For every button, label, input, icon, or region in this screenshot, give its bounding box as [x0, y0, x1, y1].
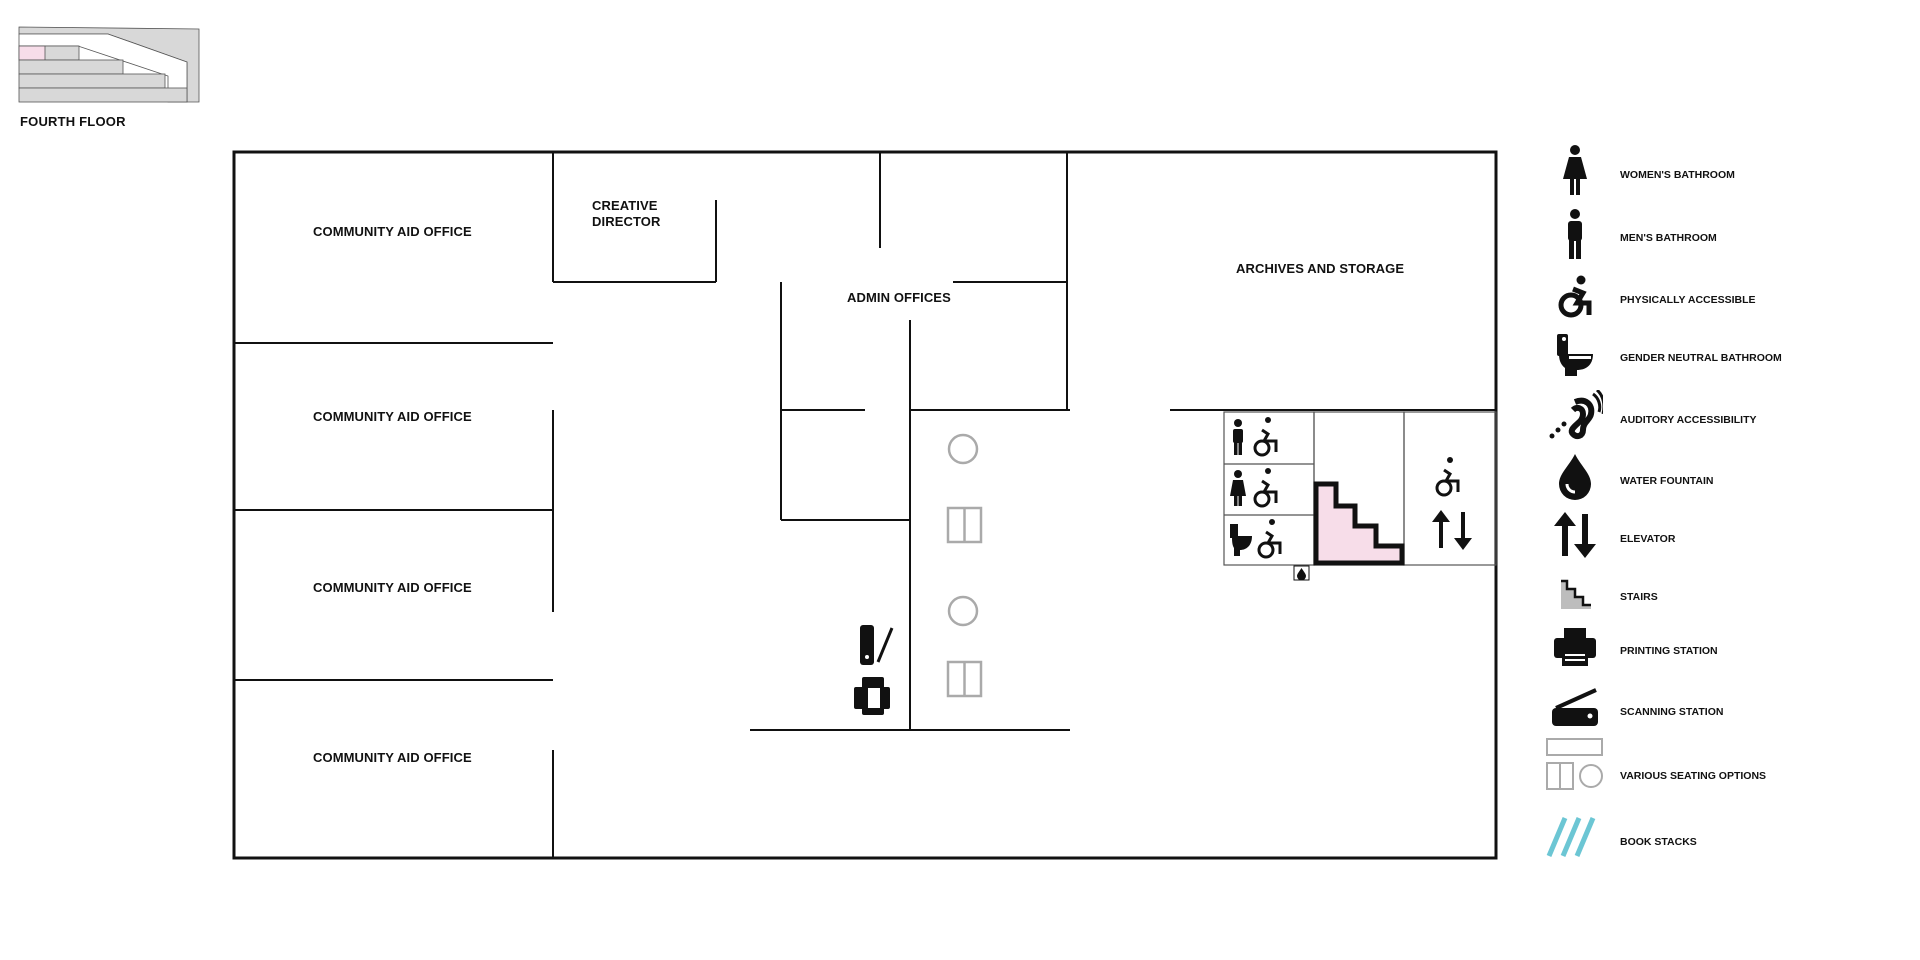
legend-label: PRINTING STATION — [1620, 645, 1718, 657]
legend-womens-bathroom: WOMEN'S BATHROOM — [1540, 145, 1910, 196]
legend-printing-station: PRINTING STATION — [1540, 622, 1910, 672]
legend-auditory-accessibility: AUDITORY ACCESSIBILITY — [1540, 390, 1910, 441]
room-community-aid-office-4: COMMUNITY AID OFFICE — [313, 750, 472, 765]
legend-label: AUDITORY ACCESSIBILITY — [1620, 414, 1757, 426]
scanning-station-marker — [860, 625, 894, 665]
room-community-aid-office-3: COMMUNITY AID OFFICE — [313, 580, 472, 595]
men-accessible-restroom-marker — [1233, 419, 1243, 455]
interior-walls — [234, 152, 1496, 858]
seating-area — [946, 433, 983, 698]
elevator-arrows-icon — [1540, 510, 1610, 560]
printer-icon — [1540, 622, 1610, 672]
legend-label: PHYSICALLY ACCESSIBLE — [1620, 294, 1756, 306]
water-fountain-marker — [1293, 565, 1310, 581]
legend-physically-accessible: PHYSICALLY ACCESSIBLE — [1540, 272, 1910, 322]
legend-gender-neutral-bathroom: GENDER NEUTRAL BATHROOM — [1540, 330, 1910, 380]
locator-floor-4 — [18, 87, 188, 103]
legend-water-fountain: WATER FOUNTAIN — [1540, 452, 1910, 502]
elevator-marker — [1432, 510, 1472, 550]
legend-label: SCANNING STATION — [1620, 706, 1724, 718]
legend-label: ELEVATOR — [1620, 533, 1676, 545]
toilet-icon — [1540, 330, 1610, 380]
stairs-icon — [1540, 568, 1610, 618]
water-drop-icon — [1540, 452, 1610, 502]
room-community-aid-office-2: COMMUNITY AID OFFICE — [313, 409, 472, 424]
book-stacks-icon — [1540, 812, 1610, 862]
wheelchair-markers — [1253, 417, 1460, 559]
legend-label: WOMEN'S BATHROOM — [1620, 169, 1735, 181]
floor-title: FOURTH FLOOR — [20, 114, 126, 129]
legend-label: GENDER NEUTRAL BATHROOM — [1620, 352, 1782, 364]
seating-icon — [1540, 738, 1610, 790]
wheelchair-icon — [1540, 272, 1610, 322]
printing-station-marker — [854, 677, 890, 715]
legend-label: WATER FOUNTAIN — [1620, 475, 1714, 487]
ear-icon — [1540, 390, 1610, 441]
room-community-aid-office-1: COMMUNITY AID OFFICE — [313, 224, 472, 239]
room-archives-storage: ARCHIVES AND STORAGE — [1236, 261, 1405, 276]
legend-mens-bathroom: MEN'S BATHROOM — [1540, 208, 1910, 260]
building-locator-map — [18, 26, 200, 103]
legend-book-stacks: BOOK STACKS — [1540, 812, 1910, 862]
man-icon — [1540, 209, 1610, 260]
woman-icon — [1540, 145, 1610, 196]
legend-seating-options: VARIOUS SEATING OPTIONS — [1540, 738, 1910, 796]
legend-label: VARIOUS SEATING OPTIONS — [1620, 770, 1767, 782]
scanner-icon — [1540, 683, 1610, 733]
room-creative-director-line2: DIRECTOR — [592, 214, 661, 229]
women-accessible-restroom-marker — [1230, 470, 1246, 506]
legend-label: STAIRS — [1620, 591, 1658, 603]
neutral-accessible-restroom-marker — [1230, 524, 1252, 556]
legend-label: MEN'S BATHROOM — [1620, 232, 1717, 244]
stairs — [1313, 481, 1405, 566]
room-admin-offices: ADMIN OFFICES — [847, 290, 951, 305]
legend-label: BOOK STACKS — [1620, 836, 1697, 848]
legend-elevator: ELEVATOR — [1540, 510, 1910, 560]
legend-scanning-station: SCANNING STATION — [1540, 683, 1910, 733]
legend-stairs: STAIRS — [1540, 568, 1910, 618]
room-creative-director-line1: CREATIVE — [592, 198, 658, 213]
